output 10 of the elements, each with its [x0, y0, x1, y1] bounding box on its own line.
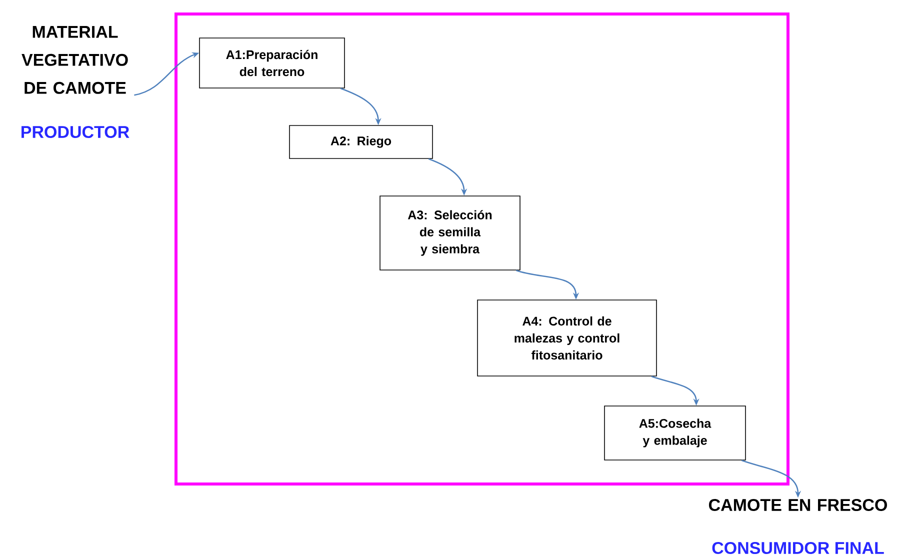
process-box: A1:Preparación del terreno: [199, 38, 345, 88]
label-text: CAMOTE EN FRESCO: [708, 498, 887, 512]
role-text: PRODUCTOR: [22, 126, 130, 138]
process-box: A3: Selección de semilla y siembra: [380, 196, 520, 270]
process-box: A2: Riego: [289, 125, 433, 159]
process-box: A5:Cosecha y embalaje: [604, 406, 746, 460]
frame-box: [174, 12, 790, 486]
role-text: CONSUMIDOR FINAL: [712, 542, 884, 554]
label-text: MATERIAL VEGETATIVO DE CAMOTE: [22, 26, 128, 94]
process-box: A4: Control de malezas y control fitosanitario: [477, 300, 657, 376]
